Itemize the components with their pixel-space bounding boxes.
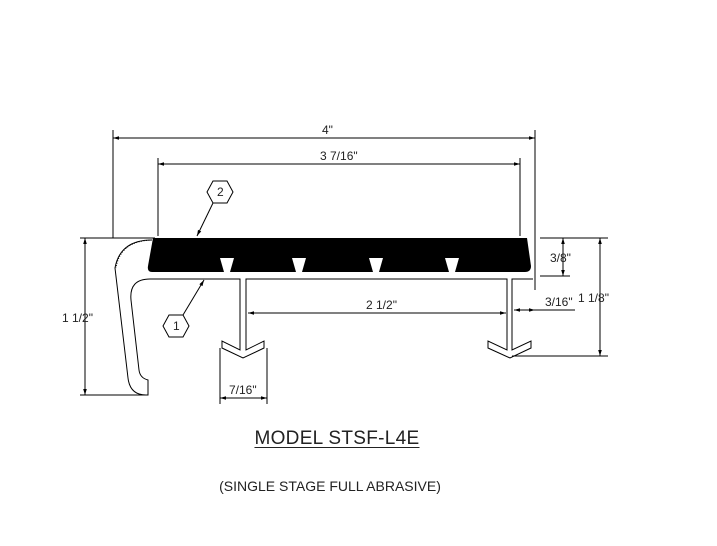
dim-label-total-height: 1 1/8"	[578, 291, 609, 305]
dim-label-offset: 3/16"	[545, 295, 573, 309]
callout-1-label: 1	[173, 319, 180, 333]
drawing-title: MODEL STSF-L4E	[254, 428, 420, 449]
dimension-tread-width: 3 7/16"	[157, 149, 521, 236]
abrasive-insert	[147, 238, 532, 272]
dim-label-tread: 3 7/16"	[320, 149, 358, 163]
callout-2: 2	[196, 180, 234, 237]
dimension-leg-width: 7/16"	[219, 348, 268, 404]
dimension-offset: 3/16"	[514, 295, 575, 312]
drawing-subtitle: (SINGLE STAGE FULL ABRASIVE)	[219, 478, 441, 494]
dim-label-nose-height: 1 1/2"	[62, 311, 93, 325]
dim-label-tread-thickness: 3/8"	[550, 251, 571, 265]
dimension-tread-thickness: 3/8"	[540, 238, 571, 277]
extrusion-profile	[114, 239, 533, 396]
callout-1: 1	[162, 279, 205, 338]
dim-label-leg-width: 7/16"	[229, 383, 257, 397]
dimension-nose-height: 1 1/2"	[62, 238, 146, 396]
dimension-leg-spacing: 2 1/2"	[248, 298, 506, 315]
dimension-total-height: 1 1/8"	[512, 238, 609, 357]
dim-label-overall: 4"	[322, 123, 333, 137]
dim-label-leg-spacing: 2 1/2"	[366, 298, 397, 312]
dimension-overall-width: 4"	[112, 123, 536, 290]
callout-2-label: 2	[217, 185, 224, 199]
